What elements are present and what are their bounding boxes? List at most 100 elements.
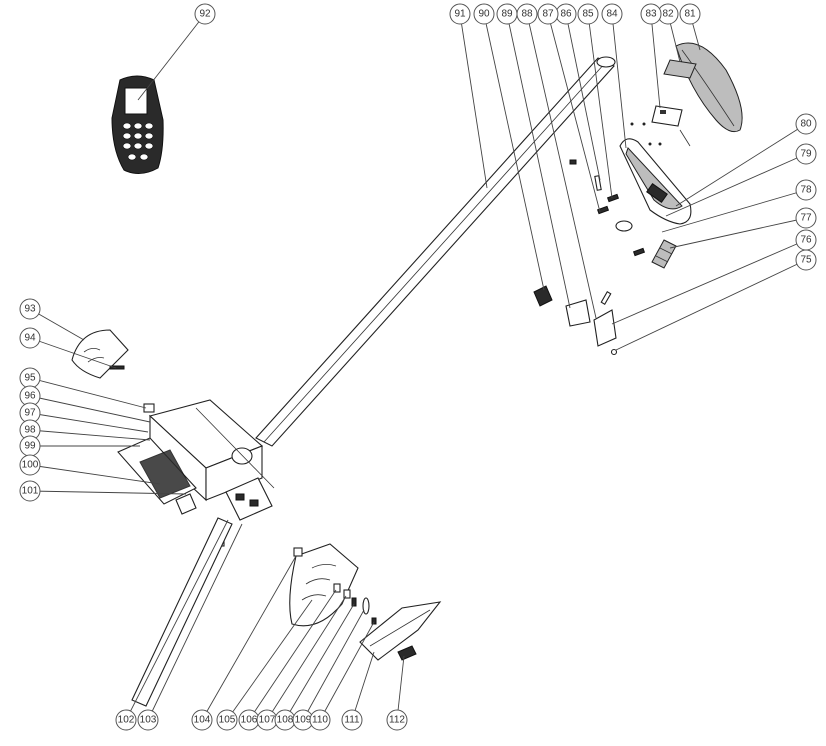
- leader-line-87: [547, 13, 601, 213]
- leader-line-108: [284, 603, 355, 721]
- part-number-label: 76: [800, 235, 812, 246]
- leader-line-91: [459, 13, 488, 189]
- leader-line-80: [675, 123, 807, 207]
- leader-line-89: [506, 13, 571, 309]
- callout-82: 82: [657, 3, 681, 63]
- callout-107: 107: [256, 595, 347, 731]
- callout-98: 98: [19, 419, 151, 441]
- leader-line-102: [125, 519, 229, 721]
- head-housing-part-80: [619, 138, 692, 225]
- leader-line-106: [248, 589, 337, 721]
- callout-75: 75: [615, 249, 817, 351]
- leader-line-76: [611, 239, 807, 325]
- callout-circle-83: [640, 3, 662, 25]
- part-number-label: 106: [241, 715, 258, 726]
- leader-line-97: [29, 412, 149, 433]
- part-number-label: 108: [277, 715, 294, 726]
- callout-circle-103: [137, 709, 159, 731]
- callout-84: 84: [601, 3, 627, 149]
- callout-circle-91: [449, 3, 471, 25]
- leader-line-101: [29, 490, 187, 495]
- callout-95: 95: [19, 367, 147, 409]
- callout-circle-90: [473, 3, 495, 25]
- callout-93: 93: [19, 298, 85, 341]
- knob-part-90: [533, 285, 553, 307]
- circuit-board-part-82: [663, 59, 697, 79]
- leader-line-109: [302, 609, 365, 721]
- callout-circle-93: [19, 298, 41, 320]
- callout-circle-94: [19, 327, 41, 349]
- callout-circle-110: [309, 709, 331, 731]
- leader-line-110: [319, 621, 375, 721]
- callouts: 7576777879808182838485868788899091929394…: [19, 3, 817, 731]
- part-number-label: 107: [259, 715, 276, 726]
- part-number-label: 105: [219, 715, 236, 726]
- callout-circle-87: [537, 3, 559, 25]
- callout-103: 103: [137, 523, 243, 731]
- leader-line-83: [650, 13, 661, 109]
- part-number-label: 83: [645, 9, 657, 20]
- part-number-label: 94: [24, 333, 36, 344]
- leader-line-88: [526, 13, 597, 319]
- part-number-label: 93: [24, 304, 36, 315]
- callout-96: 96: [19, 385, 151, 423]
- remote-control-part-92: [111, 75, 164, 174]
- lower-shaft-part-102: [131, 517, 233, 707]
- part-number-label: 86: [560, 9, 572, 20]
- bottom-bracket: [225, 477, 273, 521]
- callout-circle-105: [216, 709, 238, 731]
- part-number-label: 111: [344, 715, 360, 726]
- leader-line-79: [665, 153, 807, 217]
- spring-grip-part-77: [651, 239, 677, 269]
- part-number-label: 82: [662, 9, 674, 20]
- leader-line-90: [483, 13, 545, 291]
- part-number-label: 104: [194, 715, 211, 726]
- part-number-label: 89: [501, 9, 513, 20]
- callout-83: 83: [640, 3, 662, 109]
- part-number-label: 98: [24, 425, 36, 436]
- part-number-label: 78: [800, 185, 812, 196]
- callout-106: 106: [238, 589, 337, 731]
- callout-108: 108: [274, 603, 355, 731]
- part-number-label: 96: [24, 391, 36, 402]
- callout-87: 87: [537, 3, 601, 213]
- part-number-label: 112: [389, 715, 405, 726]
- callout-78: 78: [661, 179, 817, 233]
- leader-line-75: [615, 259, 807, 351]
- latch-part-76: [593, 291, 618, 356]
- callout-111: 111: [341, 651, 375, 731]
- circuit-board-part-83: [651, 105, 691, 147]
- callout-circle-76: [795, 229, 817, 251]
- callout-94: 94: [19, 327, 117, 369]
- callout-circle-100: [19, 454, 41, 476]
- callout-101: 101: [19, 480, 187, 502]
- small-discs-106-110: [333, 583, 377, 625]
- leader-line-84: [611, 13, 627, 149]
- callout-110: 110: [309, 621, 375, 731]
- leader-line-77: [669, 217, 807, 249]
- fin-part-111: [359, 601, 442, 661]
- leader-line-105: [226, 599, 313, 721]
- callout-79: 79: [665, 143, 817, 217]
- leader-line-95: [29, 377, 147, 409]
- callout-112: 112: [386, 655, 408, 731]
- leader-line-78: [661, 189, 807, 233]
- part-number-label: 92: [199, 9, 211, 20]
- callout-100: 100: [19, 454, 161, 485]
- callout-102: 102: [115, 519, 229, 731]
- lower-cover-part-105: [289, 543, 359, 627]
- leader-line-107: [266, 595, 347, 721]
- callout-circle-85: [577, 3, 599, 25]
- callout-circle-102: [115, 709, 137, 731]
- callout-85: 85: [577, 3, 613, 199]
- callout-circle-78: [795, 179, 817, 201]
- callout-circle-79: [795, 143, 817, 165]
- bracket-part-89: [565, 299, 591, 327]
- leader-line-92: [137, 13, 206, 101]
- callout-76: 76: [611, 229, 817, 325]
- callout-81: 81: [679, 3, 701, 51]
- part-number-label: 85: [582, 9, 594, 20]
- leader-line-112: [396, 655, 405, 721]
- part-number-label: 102: [118, 715, 135, 726]
